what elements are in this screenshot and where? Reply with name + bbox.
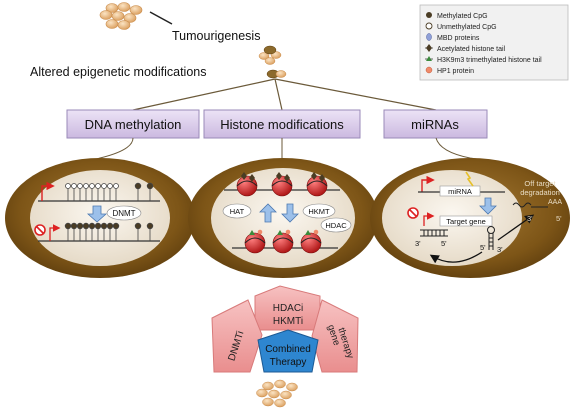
histone-modifications-panel: HAT HKMT HDAC (188, 158, 378, 278)
nucleosomes-open (224, 172, 340, 197)
prime-5-mid: 5' (480, 243, 486, 252)
mirna-hairpin (487, 226, 495, 250)
dna-methylation-panel: DNMT (5, 158, 195, 278)
target-blocked-icon (407, 207, 419, 219)
histone-down-arrow (281, 203, 299, 223)
combined-therapy-line2: Therapy (270, 357, 307, 368)
off-target-line2: degradation (520, 188, 560, 197)
banner-dna-methylation: DNA methylation (66, 109, 200, 139)
off-target-arrow (497, 214, 535, 241)
legend-box: Methylated CpG Unmethylated CpG MBD prot… (419, 4, 569, 81)
legend-item-3: Acetylated histone tail (437, 46, 506, 53)
target-gene-label: Target gene (446, 217, 486, 226)
therapy-right-pentagon (311, 299, 359, 373)
hdac-label: HDAC (325, 221, 347, 230)
prime-3-mid: 3' (497, 245, 503, 254)
mirna-duplex-left (420, 229, 448, 237)
acetylated-tail-icon (425, 44, 433, 52)
therapy-top-line1: HDACi (273, 303, 304, 314)
recycle-arrow (429, 251, 483, 264)
promoter-arrow-top (41, 181, 55, 201)
histone-up-arrow (259, 203, 277, 223)
dnmt-label: DNMT (112, 209, 135, 218)
legend-item-2: MBD proteins (437, 35, 480, 42)
banner-mirnas: miRNAs (383, 109, 488, 139)
diagram-title: Tumourigenesis (172, 29, 260, 43)
legend-item-4: H3K9m3 trimethylated histone tail (437, 57, 542, 64)
hkmt-label: HKMT (308, 207, 330, 216)
legend-item-1: Unmethylated CpG (437, 24, 497, 31)
open-circle-icon (425, 22, 433, 30)
dnmt-down-arrow (86, 205, 108, 223)
trimethylated-tail-icon (425, 56, 433, 61)
blocked-transcription-icon (34, 224, 61, 241)
mbd-protein-icon (426, 33, 432, 41)
mirna-lightning-icon (465, 171, 474, 187)
prime-5-left: 5' (441, 239, 447, 248)
mirna-gene-label: miRNA (448, 187, 472, 196)
mirna-panel: miRNA Target gene 3' 5' (370, 158, 570, 278)
therapy-cluster: HDACi HKMTi DNMTi gene therapy Combined … (211, 285, 359, 373)
cluster-pointer-line (149, 11, 173, 25)
degraded-rna-wave (512, 202, 532, 208)
methylated-cpg-top (134, 182, 154, 201)
nucleosomes-closed (232, 229, 338, 254)
small-cell-stack (258, 45, 282, 65)
prime-3-left: 3' (415, 239, 421, 248)
filled-circle-icon (426, 12, 432, 18)
banner-label-dna: DNA methylation (85, 117, 182, 132)
combined-therapy-pentagon (257, 329, 319, 373)
top-cell-cluster (99, 2, 143, 30)
hub-cells (266, 69, 287, 79)
poly-a-label: AAA (548, 199, 562, 206)
off-target-line1: Off target (524, 179, 556, 188)
bottom-cell-cluster (256, 379, 298, 408)
therapy-top-line2: HKMTi (273, 316, 303, 327)
unmethylated-cpg-row (65, 183, 119, 201)
prime-5-right: 5' (556, 214, 562, 223)
diagram-subtitle: Altered epigenetic modifications (30, 65, 207, 79)
therapy-left-pentagon (211, 299, 263, 373)
mirna-promoter-arrow (421, 175, 435, 192)
prime-3-right: 3' (527, 214, 533, 223)
legend-item-0: Methylated CpG (437, 13, 488, 20)
banner-histone-modifications: Histone modifications (203, 109, 361, 139)
hat-label: HAT (230, 207, 245, 216)
mirna-down-arrow (479, 197, 497, 215)
hp1-protein-icon (425, 66, 433, 74)
legend-item-5: HP1 protein (437, 68, 474, 75)
methylated-cpg-row (64, 222, 154, 241)
banner-label-histone: Histone modifications (220, 117, 344, 132)
combined-therapy-line1: Combined (265, 344, 311, 355)
banner-label-mirnas: miRNAs (411, 117, 459, 132)
branch-lines (132, 78, 437, 111)
